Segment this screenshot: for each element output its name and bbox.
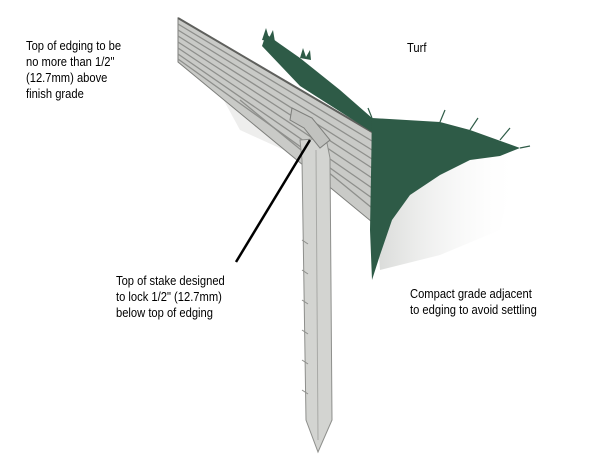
stake-center-line (315, 149, 319, 441)
turf-mass (370, 118, 520, 280)
stake-notches (301, 239, 309, 395)
stake-head (289, 107, 331, 149)
turf-blades (367, 107, 531, 149)
compact-grade-label: Compact grade adjacent to edging to avoi… (410, 286, 537, 317)
edging-height-label: Top of edging to be no more than 1/2" (1… (26, 38, 122, 101)
leader-line (234, 139, 312, 263)
edging-top-bead (177, 17, 373, 133)
turf-tuft-2 (300, 48, 311, 60)
stake-lock-label: Top of stake designed to lock 1/2" (12.7… (116, 273, 225, 320)
turf-tuft-1 (262, 28, 275, 42)
turf-top (262, 34, 372, 132)
edging-ribs (177, 23, 373, 209)
turf-label: Turf (407, 40, 427, 55)
